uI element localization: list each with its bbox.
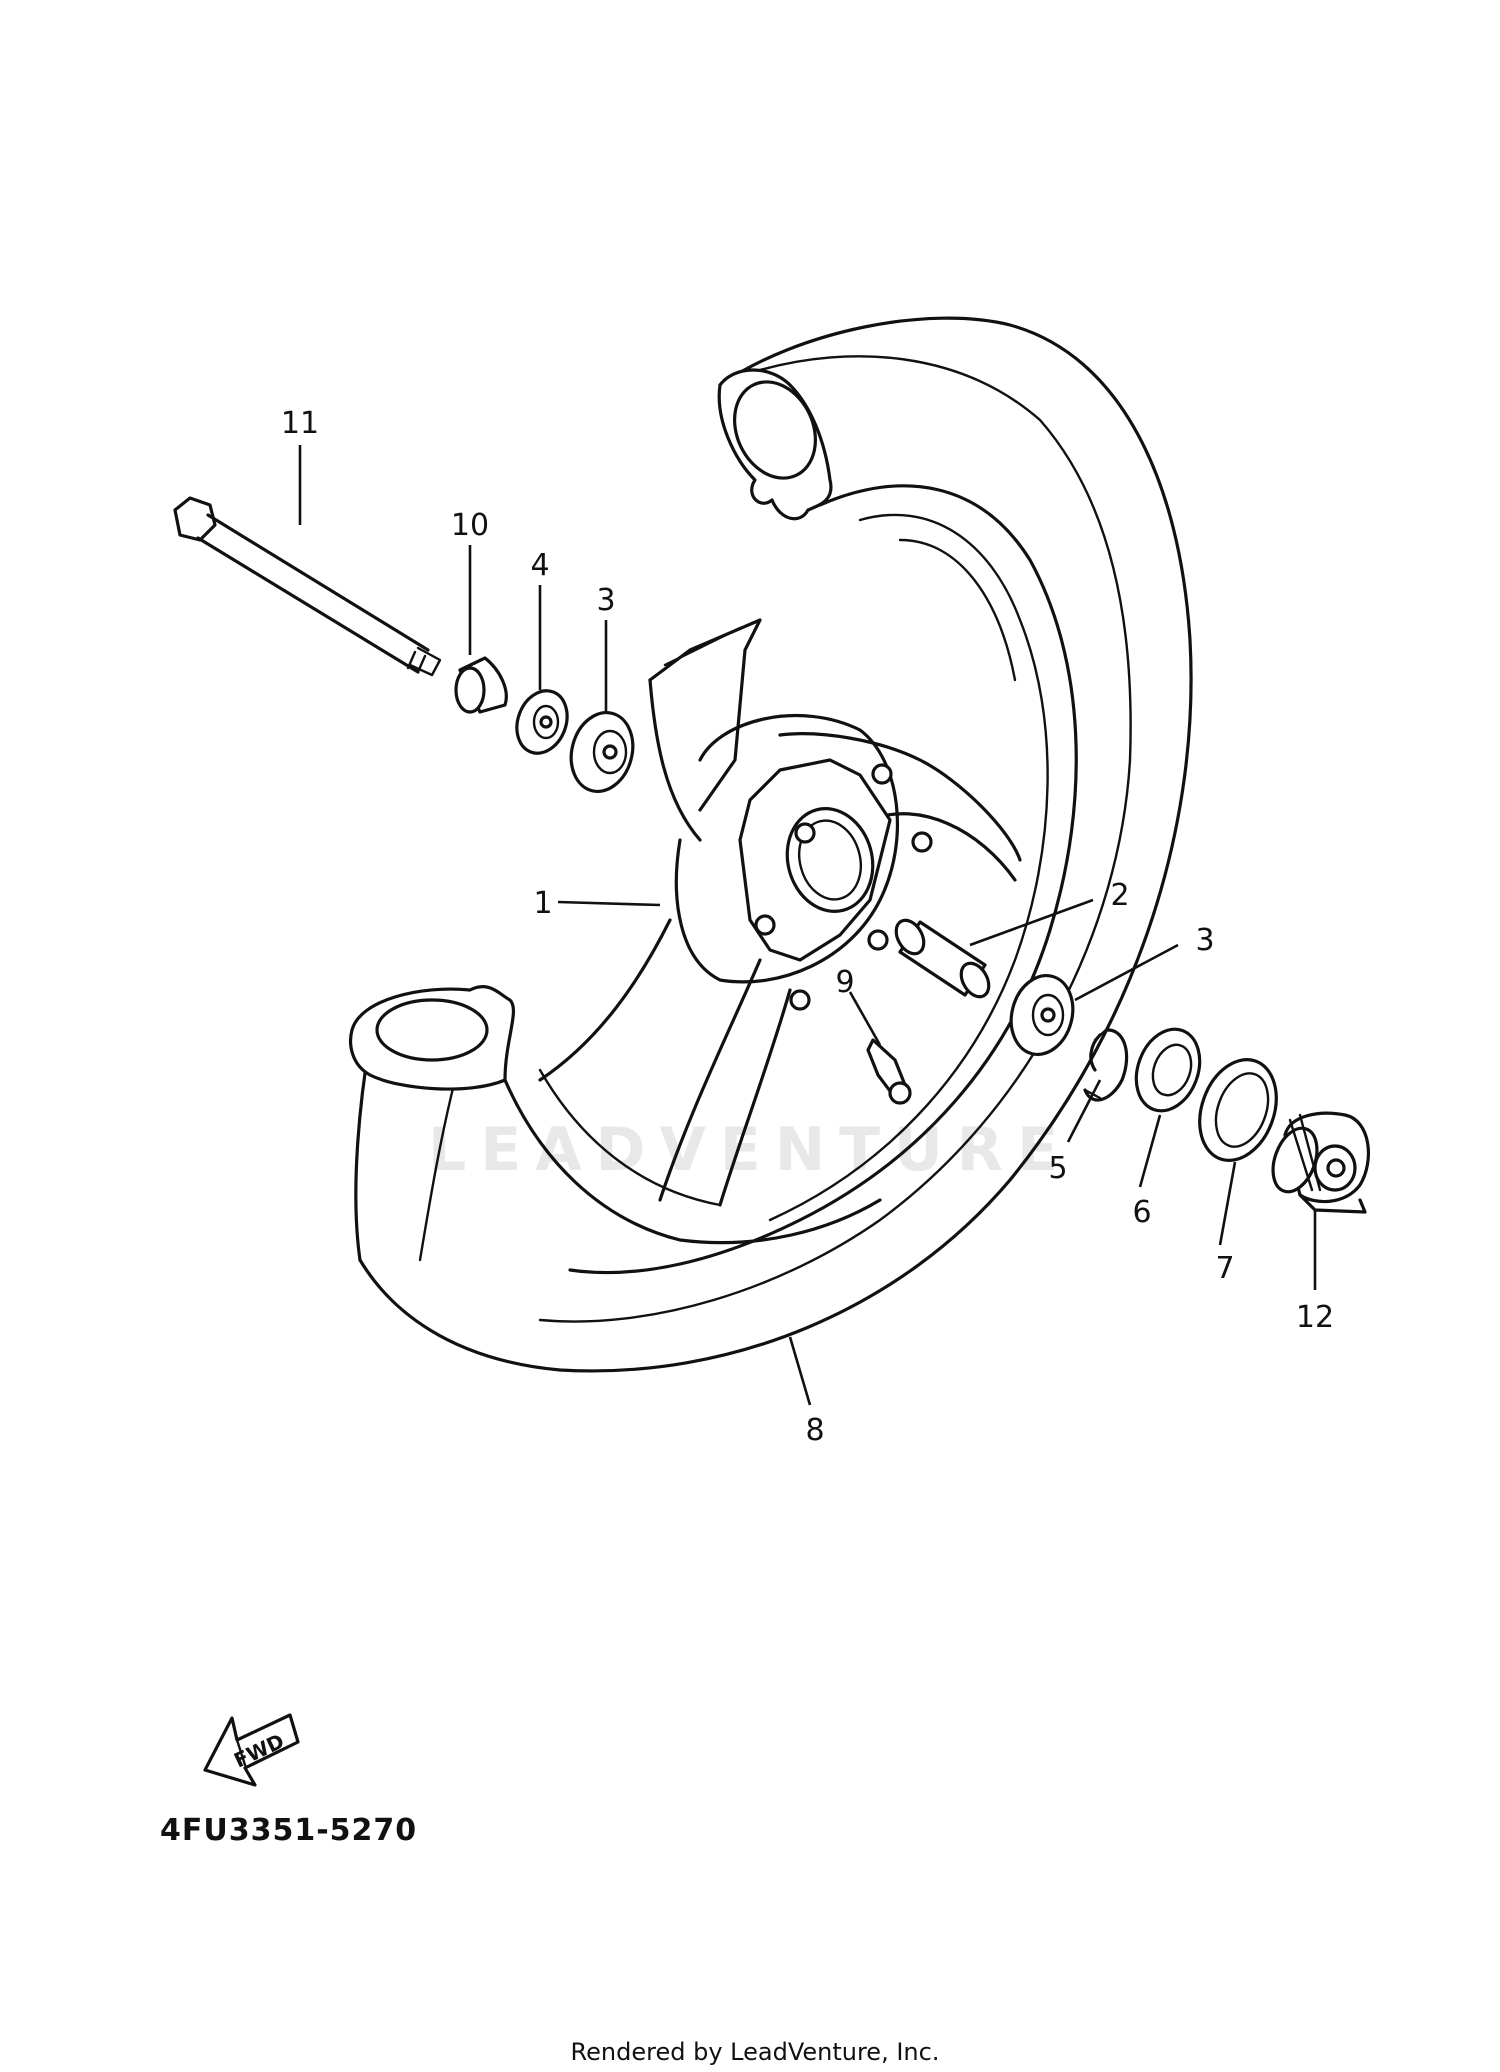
callout-9: 9	[835, 965, 854, 1000]
oil-seal-left	[515, 689, 569, 755]
spacer	[894, 918, 991, 999]
callout-1: 1	[533, 886, 552, 921]
leader-lines	[298, 445, 1317, 1406]
callout-4: 4	[530, 548, 549, 583]
callout-5: 5	[1048, 1151, 1067, 1186]
cast-wheel-hub	[538, 618, 1022, 1207]
callout-8: 8	[805, 1413, 824, 1448]
axle-bolt	[173, 496, 442, 677]
callout-3-left: 3	[596, 583, 615, 618]
circlip	[1083, 1026, 1129, 1102]
bearing-left	[569, 710, 635, 794]
callout-3-right: 3	[1195, 923, 1214, 958]
callout-2: 2	[1110, 878, 1129, 913]
callout-7: 7	[1215, 1251, 1234, 1286]
watermark-text: LEADVENTURE	[428, 1115, 1072, 1185]
callout-6: 6	[1132, 1195, 1151, 1230]
bearing-right	[1009, 973, 1075, 1057]
collar	[454, 656, 508, 714]
callout-10: 10	[451, 508, 489, 543]
wheel-assembly	[348, 316, 1193, 1373]
forward-arrow-icon: FWD	[203, 1713, 300, 1787]
oil-seal-right	[1134, 1027, 1202, 1113]
callout-labels: 11 10 4 3 1 2 3 9 5 6 7 12 8	[281, 406, 1334, 1448]
footer-credit: Rendered by LeadVenture, Inc.	[571, 2038, 940, 2066]
meter-gear-assembly	[1271, 1111, 1370, 1214]
callout-12: 12	[1296, 1300, 1334, 1335]
dust-cover	[1198, 1058, 1278, 1162]
diagram-code: 4FU3351-5270	[160, 1813, 417, 1848]
callout-11: 11	[281, 406, 319, 441]
tire-valve	[866, 1038, 912, 1105]
